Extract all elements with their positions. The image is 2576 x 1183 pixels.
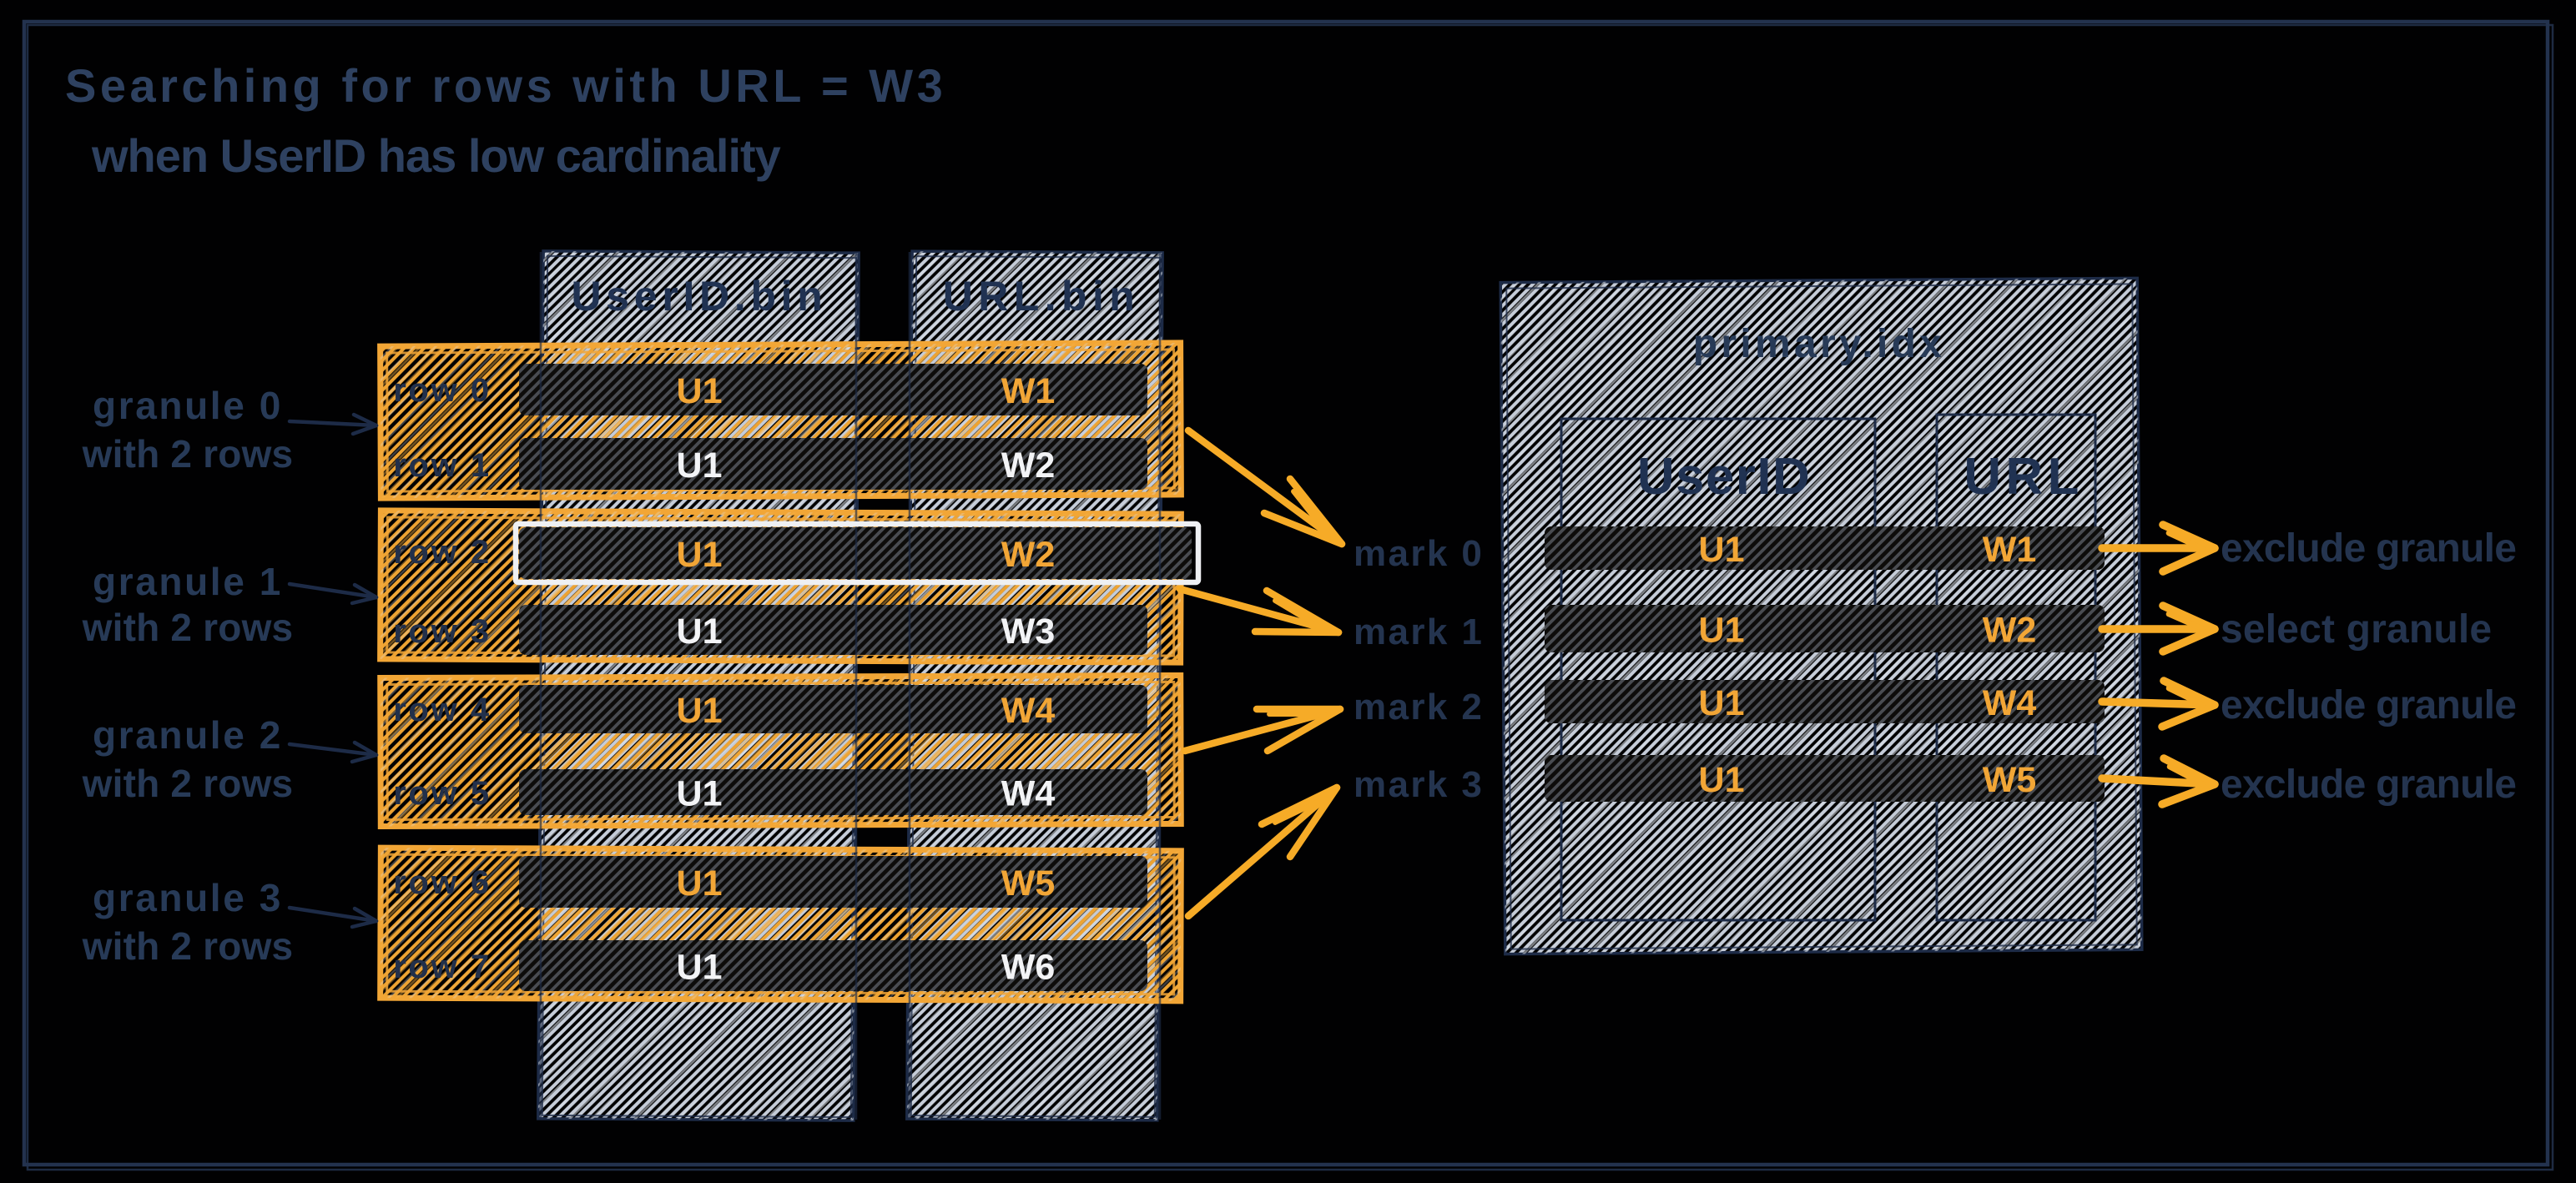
svg-text:U1: U1 xyxy=(1699,760,1745,800)
svg-text:U1: U1 xyxy=(677,948,723,988)
svg-text:with 2 rows: with 2 rows xyxy=(82,432,294,476)
svg-text:with 2 rows: with 2 rows xyxy=(82,924,294,968)
svg-text:U1: U1 xyxy=(677,691,723,731)
svg-text:URL: URL xyxy=(1964,448,2083,506)
svg-text:U1: U1 xyxy=(1699,530,1745,570)
svg-text:row 2: row 2 xyxy=(393,534,491,571)
svg-text:URL.bin: URL.bin xyxy=(943,273,1140,320)
svg-text:mark 3: mark 3 xyxy=(1354,764,1484,805)
svg-text:primary.idx: primary.idx xyxy=(1693,322,1946,366)
svg-text:exclude granule: exclude granule xyxy=(2221,763,2516,807)
svg-text:when UserID has low cardinalit: when UserID has low cardinality xyxy=(91,129,781,182)
svg-text:granule 0: granule 0 xyxy=(93,384,283,427)
svg-text:U1: U1 xyxy=(677,863,723,904)
svg-text:U1: U1 xyxy=(677,371,723,411)
svg-text:exclude granule: exclude granule xyxy=(2221,683,2516,727)
svg-text:granule 2: granule 2 xyxy=(93,713,283,757)
svg-text:mark 1: mark 1 xyxy=(1354,612,1484,652)
svg-text:row 4: row 4 xyxy=(393,692,491,728)
svg-text:row 5: row 5 xyxy=(393,775,491,812)
svg-text:exclude granule: exclude granule xyxy=(2221,526,2516,571)
svg-text:W4: W4 xyxy=(1001,691,1056,731)
svg-text:W3: W3 xyxy=(1001,612,1056,652)
svg-text:UserID.bin: UserID.bin xyxy=(571,273,827,320)
svg-text:select granule: select granule xyxy=(2221,607,2492,652)
svg-text:U1: U1 xyxy=(1699,611,1745,651)
svg-text:mark 2: mark 2 xyxy=(1354,687,1484,727)
svg-text:row 7: row 7 xyxy=(393,949,491,985)
svg-text:U1: U1 xyxy=(677,774,723,814)
svg-text:U1: U1 xyxy=(677,535,723,575)
svg-text:U1: U1 xyxy=(677,446,723,486)
svg-text:Searching for rows with URL =: Searching for rows with URL = W3 xyxy=(65,59,946,112)
svg-text:W6: W6 xyxy=(1001,948,1056,988)
svg-text:row 6: row 6 xyxy=(393,864,491,901)
svg-text:W5: W5 xyxy=(1001,863,1056,904)
svg-text:mark 0: mark 0 xyxy=(1354,533,1484,574)
svg-text:granule 3: granule 3 xyxy=(93,876,283,919)
svg-text:with 2 rows: with 2 rows xyxy=(82,762,294,805)
svg-text:W1: W1 xyxy=(1983,530,2037,570)
svg-text:W1: W1 xyxy=(1001,371,1056,411)
svg-text:granule 1: granule 1 xyxy=(93,560,283,603)
svg-text:row 1: row 1 xyxy=(393,447,491,484)
svg-text:row 3: row 3 xyxy=(393,613,491,650)
svg-text:W2: W2 xyxy=(1001,446,1056,486)
svg-text:U1: U1 xyxy=(1699,683,1745,723)
svg-text:W4: W4 xyxy=(1983,683,2037,723)
svg-text:W2: W2 xyxy=(1001,535,1056,575)
svg-text:with 2 rows: with 2 rows xyxy=(82,606,294,649)
svg-text:W2: W2 xyxy=(1983,611,2037,651)
svg-text:U1: U1 xyxy=(677,612,723,652)
svg-text:row 0: row 0 xyxy=(393,372,491,409)
svg-text:W4: W4 xyxy=(1001,774,1056,814)
svg-text:UserID: UserID xyxy=(1637,448,1811,506)
svg-text:W5: W5 xyxy=(1983,760,2037,800)
